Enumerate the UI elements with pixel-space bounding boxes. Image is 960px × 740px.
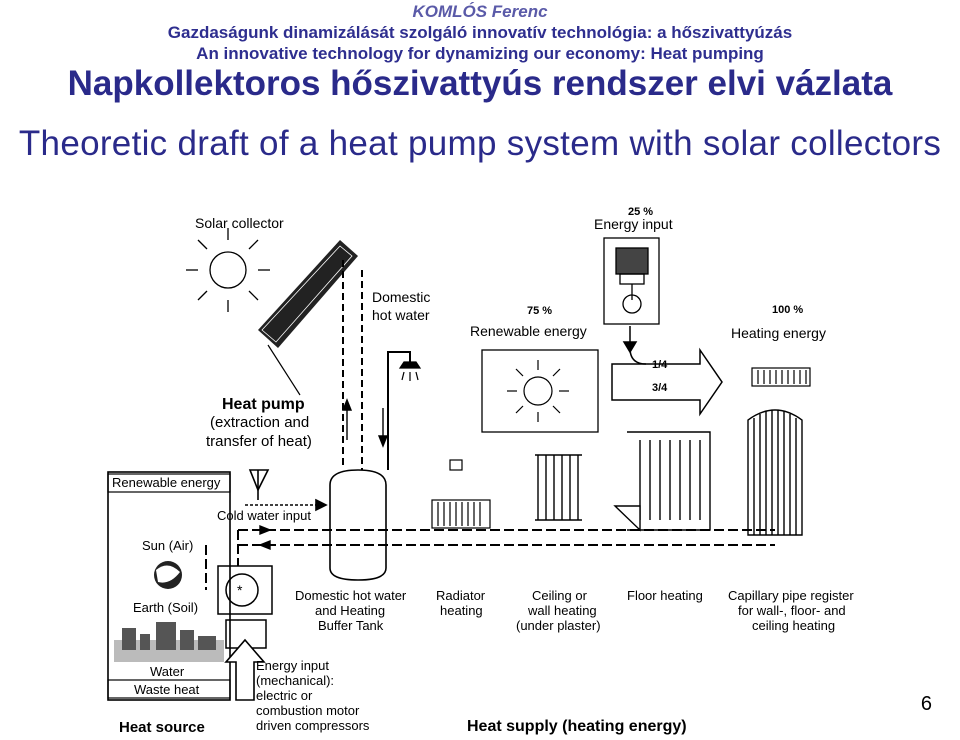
sun-air-label: Sun (Air) xyxy=(142,538,193,553)
energy-input-label: Energy input xyxy=(594,216,673,232)
heat-pump-title: Heat pump xyxy=(222,396,305,413)
mech-input-5: driven compressors xyxy=(256,718,370,733)
renewable-sun-icon xyxy=(507,360,569,422)
domestic-hot-water-label-1: Domestic xyxy=(372,289,430,305)
mech-input-3: electric or xyxy=(256,688,313,703)
floor-heating-icon xyxy=(613,431,711,532)
heat-source-box xyxy=(107,471,231,701)
solar-collector-label: Solar collector xyxy=(195,215,284,231)
ceiling-label-1: Ceiling or xyxy=(532,588,588,603)
waste-heat-box xyxy=(107,679,231,699)
heat-pump-desc-1: (extraction and xyxy=(210,414,309,431)
title-hungarian: Napkollektoros hőszivattyús rendszer elv… xyxy=(67,64,893,103)
flow-arrows xyxy=(341,398,389,448)
tank-label-2: and Heating xyxy=(315,603,385,618)
svg-text:*: * xyxy=(237,582,243,598)
heating-energy-label: Heating energy xyxy=(731,325,826,341)
renewable-energy-label: Renewable energy xyxy=(470,323,587,339)
ceiling-label-3: (under plaster) xyxy=(516,618,601,633)
heating-element-icon xyxy=(751,367,811,387)
cold-water-label: Cold water input xyxy=(217,508,311,523)
heat-pump-desc-2: transfer of heat) xyxy=(206,433,312,450)
radiator-icon xyxy=(431,459,491,529)
renewable-energy-box xyxy=(107,473,231,493)
subtitle-english: An innovative technology for dynamizing … xyxy=(196,44,764,63)
water-bg xyxy=(110,664,228,680)
title-english: Theoretic draft of a heat pump system wi… xyxy=(18,124,942,163)
fraction-one-quarter: 1/4 xyxy=(652,359,668,371)
mech-input-4: combustion motor xyxy=(256,703,360,718)
author-name: KOMLÓS Ferenc xyxy=(412,2,548,21)
earth-soil-label: Earth (Soil) xyxy=(133,600,198,615)
buffer-tank xyxy=(329,469,387,581)
hot-water-pipe xyxy=(387,351,411,470)
capillary-register-icon xyxy=(747,409,803,536)
heat-source-label: Heat source xyxy=(119,719,205,736)
radiator-label-2: heating xyxy=(440,603,483,618)
cold-water-pipe xyxy=(245,469,328,512)
mechanical-input-arrow xyxy=(224,638,266,701)
sun-icon xyxy=(186,228,270,312)
renewable-box xyxy=(481,349,599,433)
floor-heating-label: Floor heating xyxy=(627,588,703,603)
tank-label-1: Domestic hot water xyxy=(295,588,407,603)
water-label: Water xyxy=(150,664,185,679)
energy-flow-arrow xyxy=(611,326,723,417)
tank-label-3: Buffer Tank xyxy=(318,618,384,633)
heat-pump-unit: * xyxy=(217,565,273,649)
capillary-label-1: Capillary pipe register xyxy=(728,588,854,603)
renewable-percent: 75 % xyxy=(527,305,552,317)
capillary-label-3: ceiling heating xyxy=(752,618,835,633)
energy-input-percent: 25 % xyxy=(628,206,653,218)
fraction-three-quarters: 3/4 xyxy=(652,382,668,394)
building-skyline-icon xyxy=(114,622,224,662)
globe-icon xyxy=(154,561,182,589)
component-labels: Domestic hot water and Heating Buffer Ta… xyxy=(295,588,854,633)
distribution-pipes xyxy=(205,529,775,590)
capillary-label-2: for wall-, floor- and xyxy=(738,603,846,618)
ceiling-label-2: wall heating xyxy=(527,603,597,618)
page-number: 6 xyxy=(920,693,932,715)
heating-percent: 100 % xyxy=(772,304,803,316)
waste-heat-label: Waste heat xyxy=(134,682,200,697)
solar-panel xyxy=(258,240,358,396)
shower-head-icon xyxy=(398,361,422,381)
engine-icon xyxy=(603,237,660,325)
pipe-arrows xyxy=(258,524,272,551)
mechanical-input-label: Energy input (mechanical): electric or c… xyxy=(256,658,370,733)
domestic-hot-water-label-2: hot water xyxy=(372,307,430,323)
wall-heating-icon xyxy=(535,454,582,521)
heat-supply-label: Heat supply (heating energy) xyxy=(467,718,687,735)
mech-input-1: Energy input xyxy=(256,658,329,673)
mech-input-2: (mechanical): xyxy=(256,673,334,688)
renewable-energy-box-label: Renewable energy xyxy=(112,475,221,490)
collector-pipes xyxy=(342,260,363,475)
subtitle-hungarian: Gazdaságunk dinamizálását szolgáló innov… xyxy=(167,23,793,42)
radiator-label-1: Radiator xyxy=(436,588,486,603)
